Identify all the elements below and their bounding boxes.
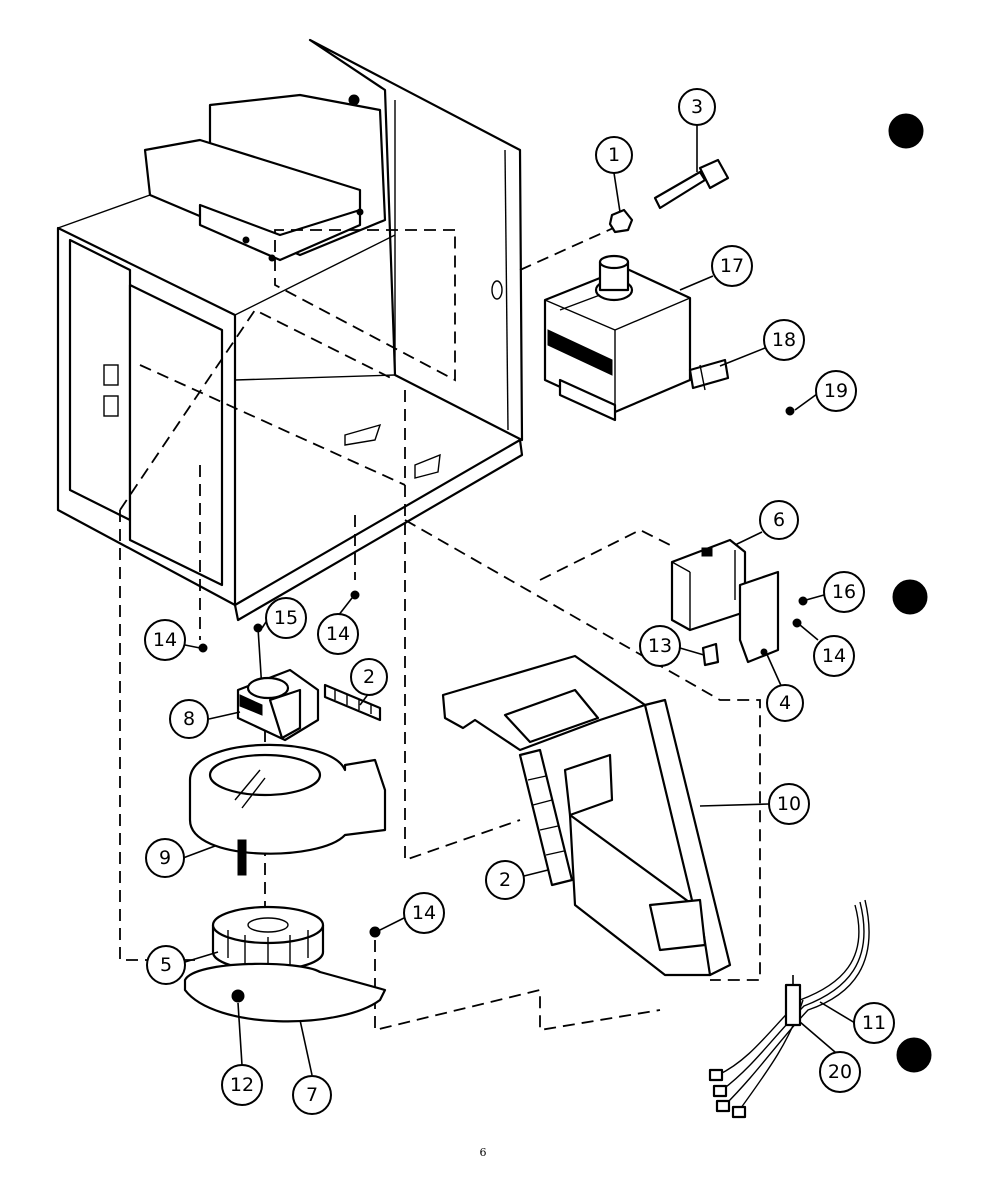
part-19-screw (785, 406, 795, 416)
part-2-terminal-strip-upper (323, 683, 382, 722)
cabinet-frame (56, 38, 524, 622)
svg-text:13: 13 (648, 635, 672, 657)
part-3-plug (653, 158, 730, 210)
leader-lines (182, 125, 856, 1076)
callout-5: 5 (146, 945, 186, 985)
callout-8: 8 (169, 699, 209, 739)
svg-text:3: 3 (691, 96, 703, 118)
part-10-air-duct (441, 654, 732, 977)
part-18-thermal-cutout (688, 358, 730, 391)
svg-text:14: 14 (326, 623, 350, 645)
svg-text:9: 9 (159, 847, 171, 869)
svg-text:19: 19 (824, 380, 848, 402)
part-2-terminal-strip-lower (518, 748, 574, 887)
svg-text:14: 14 (822, 645, 846, 667)
svg-text:2: 2 (363, 666, 375, 688)
callout-2-upper: 2 (350, 658, 388, 696)
part-9-fan-housing (188, 743, 387, 876)
callout-16: 16 (823, 571, 865, 613)
svg-text:20: 20 (828, 1061, 852, 1083)
callout-6: 6 (759, 500, 799, 540)
part-5-blower-wheel (211, 905, 325, 972)
part-8-fan-motor (236, 668, 320, 742)
callout-9: 9 (145, 838, 185, 878)
part-7-base-plate (183, 962, 387, 1023)
part-20-clamp (784, 975, 802, 1027)
part-16-screw (798, 596, 808, 606)
binder-hole-middle (892, 579, 928, 615)
callout-3: 3 (678, 88, 716, 126)
binder-hole-top (888, 113, 924, 149)
callout-14-left: 14 (144, 619, 186, 661)
part-14-screw-right (792, 618, 802, 628)
svg-text:6: 6 (773, 509, 785, 531)
callout-14-lower: 14 (403, 892, 445, 934)
svg-text:14: 14 (412, 902, 436, 924)
svg-text:2: 2 (499, 869, 511, 891)
svg-text:7: 7 (306, 1084, 318, 1106)
callout-10: 10 (768, 783, 810, 825)
callout-14-center: 14 (317, 613, 359, 655)
binder-hole-bottom (896, 1037, 932, 1073)
svg-text:1: 1 (608, 144, 620, 166)
callout-19: 19 (815, 370, 857, 412)
svg-text:16: 16 (832, 581, 856, 603)
callout-7: 7 (292, 1075, 332, 1115)
callout-13: 13 (639, 625, 681, 667)
part-14-screw-center (350, 590, 360, 600)
callout-12: 12 (221, 1064, 263, 1106)
svg-text:11: 11 (862, 1012, 886, 1034)
svg-text:12: 12 (230, 1074, 254, 1096)
svg-text:17: 17 (720, 255, 744, 277)
part-13-clip (701, 642, 720, 667)
part-1-nut (608, 208, 634, 234)
callout-2-lower: 2 (485, 860, 525, 900)
callout-4: 4 (766, 684, 804, 722)
part-12-nut (231, 989, 245, 1003)
callout-17: 17 (711, 245, 753, 287)
part-6-relay-board (670, 538, 747, 632)
part-14-screw-lower (369, 926, 381, 938)
callout-1: 1 (595, 136, 633, 174)
svg-text:15: 15 (274, 607, 298, 629)
svg-text:10: 10 (777, 793, 801, 815)
svg-text:14: 14 (153, 629, 177, 651)
part-4-bracket-plate (738, 570, 780, 664)
svg-text:4: 4 (779, 692, 791, 714)
svg-text:5: 5 (160, 954, 172, 976)
callout-18: 18 (763, 319, 805, 361)
callout-15: 15 (265, 597, 307, 639)
callout-11: 11 (853, 1002, 895, 1044)
callout-20: 20 (819, 1051, 861, 1093)
svg-text:8: 8 (183, 708, 195, 730)
page-number: 6 (480, 1146, 487, 1159)
part-14-screw-left (198, 643, 208, 653)
svg-text:18: 18 (772, 329, 796, 351)
callout-14-right: 14 (813, 635, 855, 677)
part-17-magnetron (543, 254, 692, 422)
